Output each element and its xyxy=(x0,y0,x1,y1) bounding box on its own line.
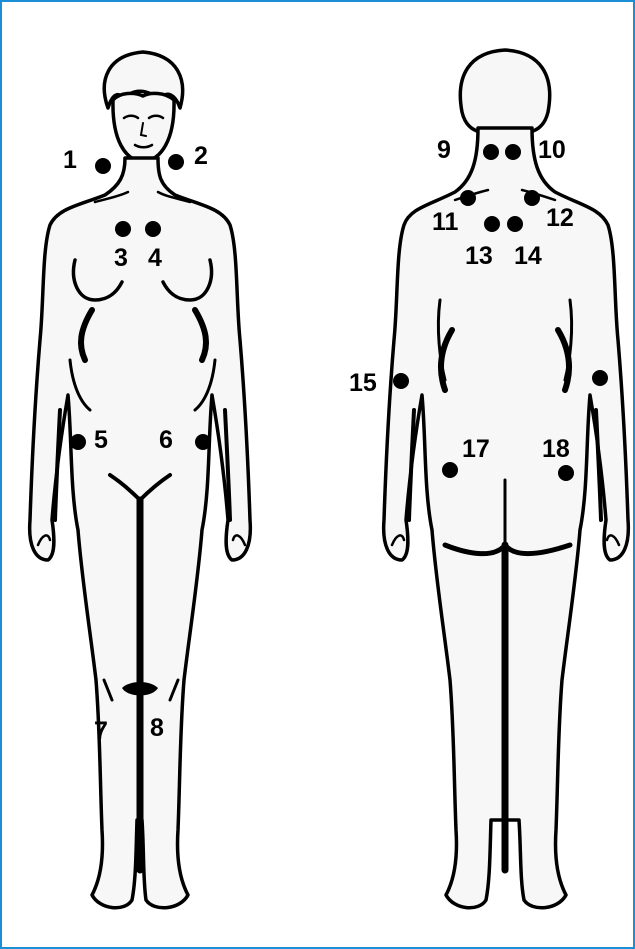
back-head xyxy=(460,50,549,132)
point-label-6: 6 xyxy=(159,428,173,453)
point-dot-2 xyxy=(168,154,184,170)
point-dot-9 xyxy=(483,144,499,160)
point-label-13: 13 xyxy=(465,244,493,269)
point-dot-14 xyxy=(507,216,523,232)
point-label-7: 7 xyxy=(94,719,108,744)
point-label-11: 11 xyxy=(432,210,458,235)
point-dot-5 xyxy=(70,434,86,450)
point-dot-1 xyxy=(95,158,111,174)
point-label-5: 5 xyxy=(94,428,108,453)
point-label-17: 17 xyxy=(462,437,490,462)
point-label-3: 3 xyxy=(114,246,128,271)
point-label-12: 12 xyxy=(546,206,574,231)
point-dot-18 xyxy=(558,465,574,481)
point-dot-11 xyxy=(460,190,476,206)
point-label-1: 1 xyxy=(63,148,77,173)
point-dot-17 xyxy=(442,462,458,478)
point-label-9: 9 xyxy=(437,138,451,163)
point-label-2: 2 xyxy=(194,144,208,169)
point-dot-10 xyxy=(505,144,521,160)
point-label-8: 8 xyxy=(150,716,164,741)
point-dot-13 xyxy=(484,216,500,232)
point-label-15: 15 xyxy=(349,371,377,396)
point-label-4: 4 xyxy=(148,246,162,271)
point-dot-15 xyxy=(393,373,409,389)
front-face xyxy=(113,93,174,162)
point-dot-6 xyxy=(195,434,211,450)
point-dot-3 xyxy=(115,221,131,237)
point-dot-4 xyxy=(145,221,161,237)
point-dot-16 xyxy=(592,370,608,386)
point-label-14: 14 xyxy=(514,244,542,269)
point-label-18: 18 xyxy=(542,437,570,462)
point-dot-12 xyxy=(524,190,540,206)
point-label-10: 10 xyxy=(538,138,566,163)
